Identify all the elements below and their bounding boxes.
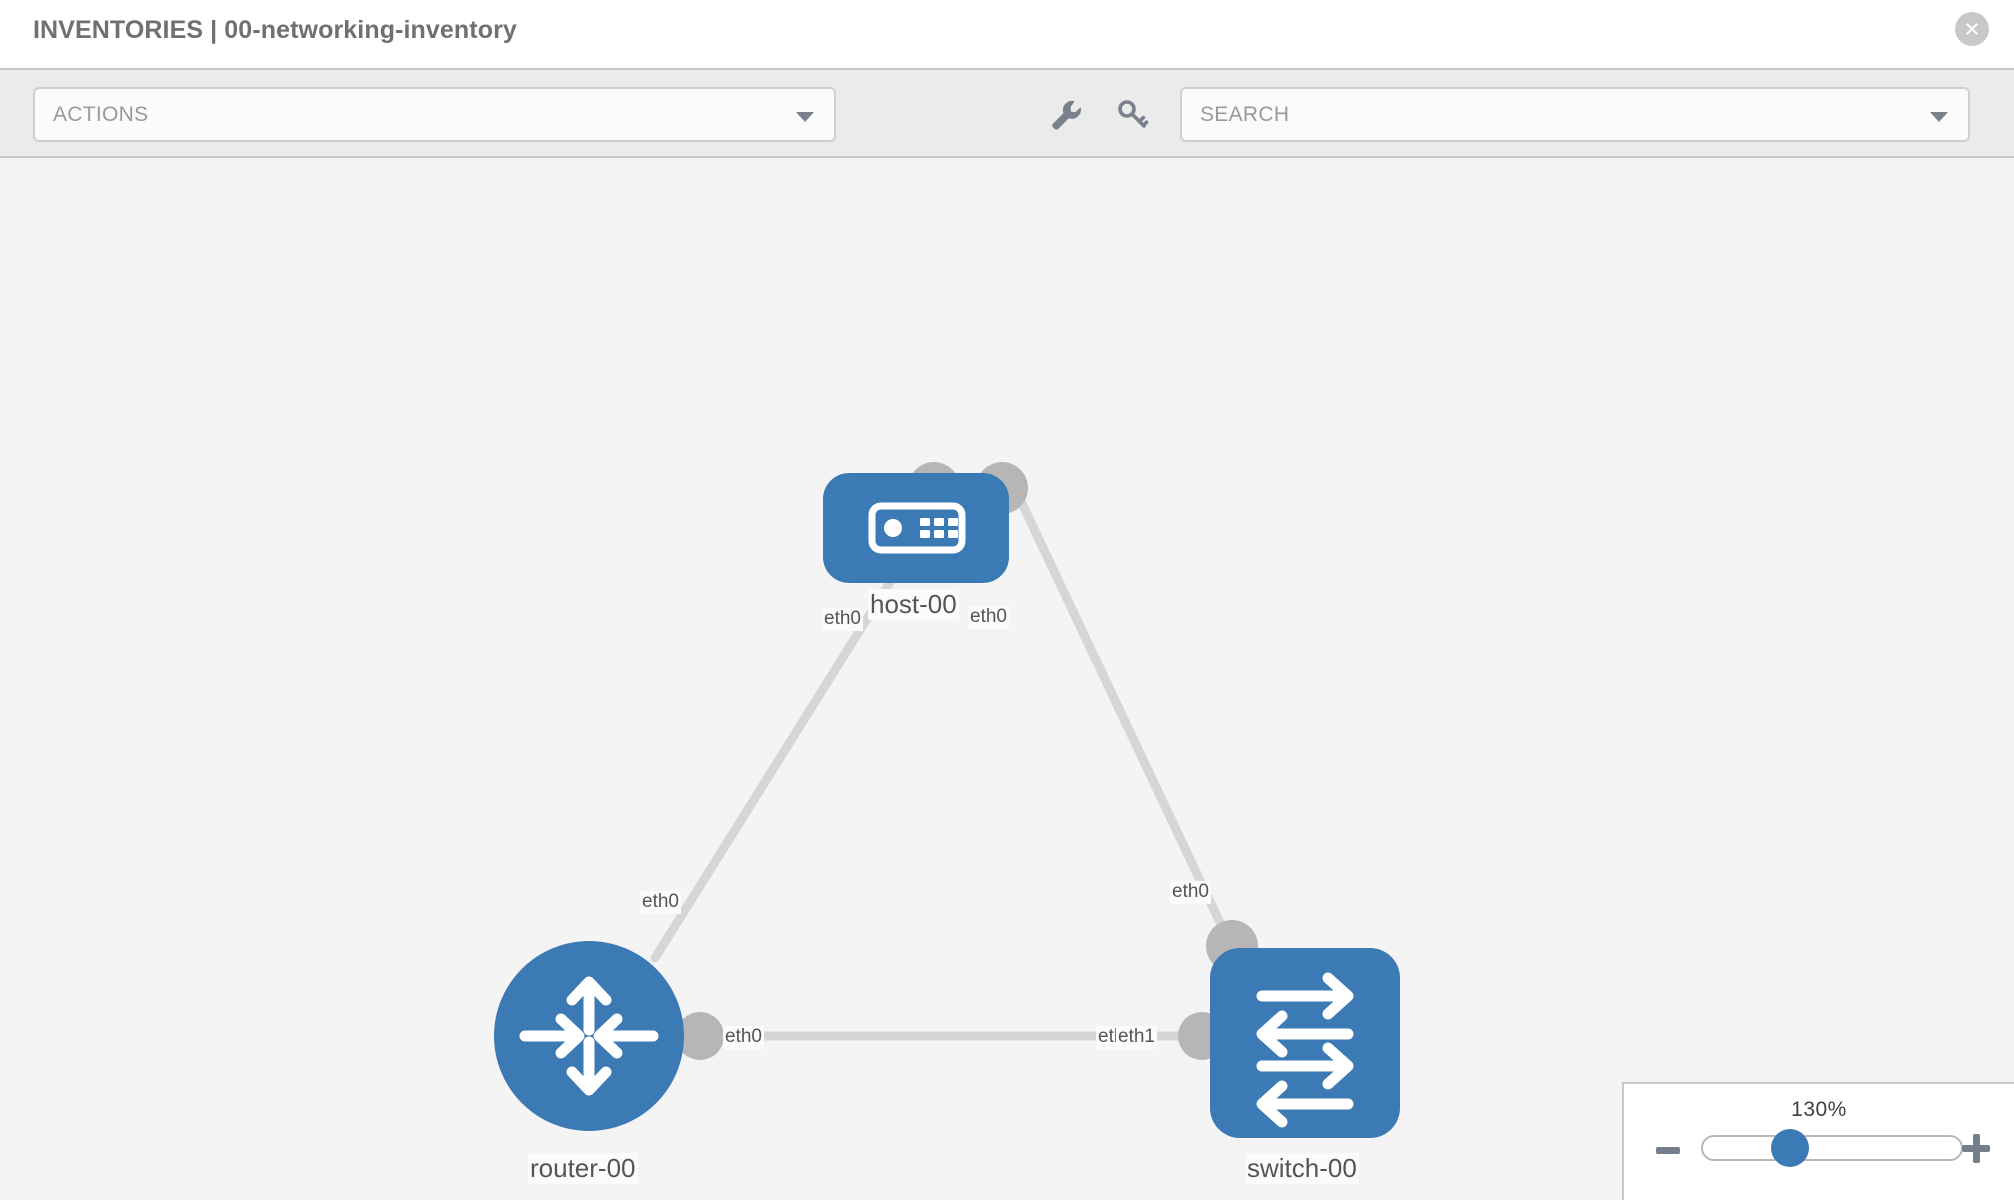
chevron-down-icon[interactable] — [1930, 112, 1948, 122]
iface-label-switch-eth0-north: eth0 — [1170, 881, 1211, 904]
iface-label-switch-eth1: eth1 — [1116, 1026, 1157, 1049]
iface-label-router-eth0-north: eth0 — [640, 891, 681, 914]
topology-graph — [494, 462, 1400, 1138]
actions-dropdown[interactable]: ACTIONS — [33, 87, 836, 142]
chevron-down-icon — [796, 112, 814, 122]
iface-label-host-eth0-left: eth0 — [822, 608, 863, 631]
iface-label-host-eth0-right: eth0 — [968, 606, 1009, 629]
page-header: INVENTORIES | 00-networking-inventory — [0, 0, 2014, 68]
zoom-level-value: 130% — [1791, 1098, 1847, 1121]
search-input[interactable]: SEARCH — [1180, 87, 1970, 142]
iface-label-router-eth0-east: eth0 — [723, 1026, 764, 1049]
page-title: INVENTORIES | 00-networking-inventory — [33, 16, 517, 44]
node-router-00[interactable] — [494, 941, 684, 1131]
toolbar: ACTIONS SEARCH — [0, 68, 2014, 158]
node-label-switch-00: switch-00 — [1245, 1153, 1359, 1184]
port-router-east — [676, 1012, 724, 1060]
actions-dropdown-label: ACTIONS — [53, 103, 149, 126]
close-icon[interactable] — [1955, 12, 1989, 46]
router-arrows-icon — [519, 976, 659, 1096]
node-switch-00[interactable] — [1210, 948, 1400, 1138]
plus-icon[interactable] — [1962, 1134, 1992, 1164]
server-device-icon — [868, 502, 966, 554]
switch-arrows-icon — [1256, 972, 1354, 1128]
node-label-host-00: host-00 — [868, 589, 959, 620]
zoom-control-panel: 130% — [1622, 1082, 2014, 1200]
key-icon[interactable] — [1110, 92, 1154, 136]
minus-icon[interactable] — [1656, 1136, 1684, 1164]
node-label-router-00: router-00 — [528, 1153, 638, 1184]
search-placeholder: SEARCH — [1200, 103, 1290, 126]
edge-host-switch — [1005, 473, 1237, 953]
node-host-00[interactable] — [823, 473, 1009, 583]
topology-canvas[interactable]: host-00 router-00 switch-00 eth0 eth0 et… — [0, 158, 2014, 1200]
wrench-icon[interactable] — [1043, 92, 1087, 136]
zoom-slider-thumb[interactable] — [1771, 1129, 1809, 1167]
zoom-slider-track[interactable] — [1701, 1135, 1963, 1161]
